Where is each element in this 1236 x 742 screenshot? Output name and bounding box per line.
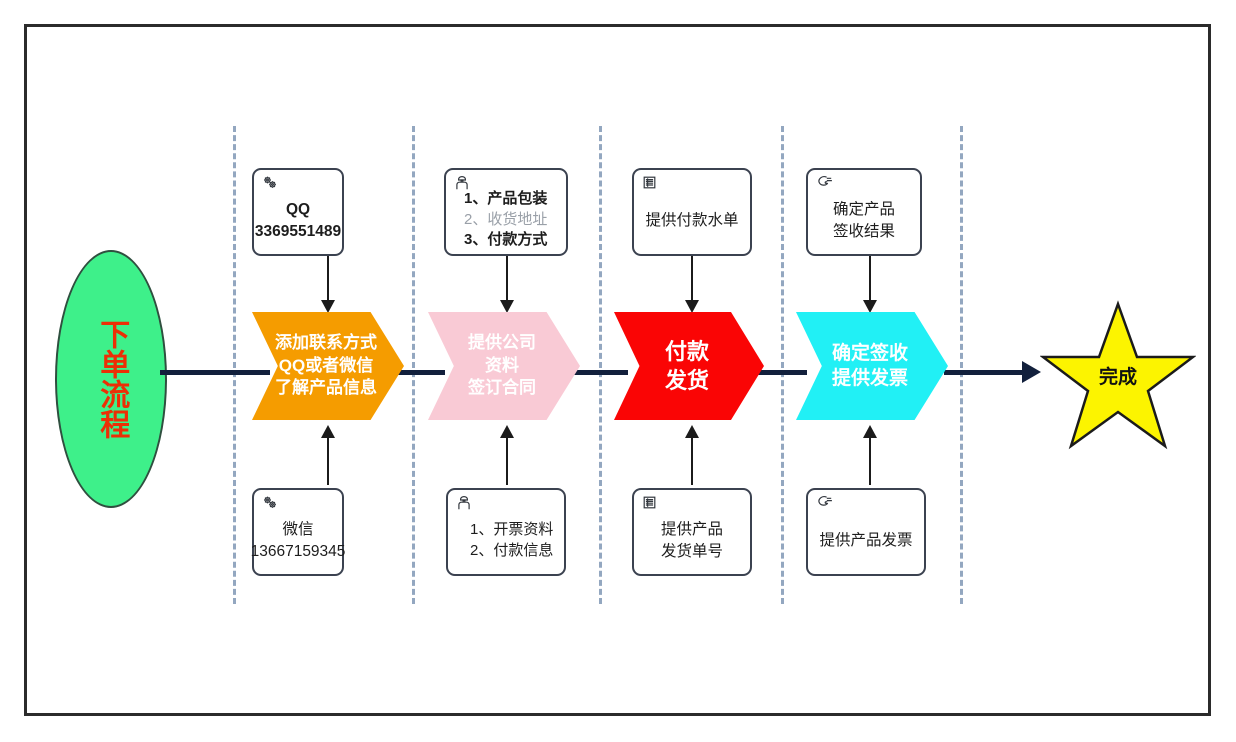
stage-label: 付款 (664, 338, 709, 364)
stage-label: 确定签收 (831, 342, 908, 364)
star-shape (1040, 300, 1196, 450)
note-stage4-top-body: 确定产品 签收结果 (814, 192, 914, 249)
note-stage4-bottom-body: 提供产品发票 (814, 512, 918, 569)
note-stage3-top-body: 提供付款水单 (640, 192, 744, 249)
note-stage3-top[interactable]: 提供付款水单 (632, 168, 752, 256)
flow-connector-start (160, 370, 270, 375)
connector-stage1-top (327, 256, 329, 302)
flow-connector-2-3 (570, 370, 628, 375)
note-line: 2、付款信息 (470, 541, 554, 559)
note-stage2-top[interactable]: 1、产品包装 2、收货地址 3、付款方式 (444, 168, 568, 256)
document-list-icon (642, 495, 744, 514)
connector-stage2-bottom (506, 437, 508, 485)
note-stage2-top-body: 1、产品包装 2、收货地址 3、付款方式 (452, 189, 560, 251)
connector-stage3-bottom (691, 437, 693, 485)
flow-connector-4-end (944, 370, 1036, 375)
note-line: 签收结果 (832, 222, 895, 240)
note-stage4-bottom[interactable]: 提供产品发票 (806, 488, 926, 576)
note-line: 提供产品发票 (819, 531, 913, 549)
note-stage2-bottom-body: 1、开票资料 2、付款信息 (454, 512, 558, 569)
connector-stage4-bottom (869, 437, 871, 485)
connector-stage3-top (691, 256, 693, 302)
note-stage1-top[interactable]: QQ 3369551489 (252, 168, 344, 256)
stage-label: 提供发票 (831, 368, 908, 389)
stage-label: QQ或者微信 (278, 355, 374, 375)
note-line: 提供产品 (660, 521, 723, 539)
pointing-hand-icon (816, 175, 914, 194)
stage-label: 提供公司 (468, 333, 536, 353)
note-stage3-bottom[interactable]: 提供产品 发货单号 (632, 488, 752, 576)
flow-connector-3-4 (757, 370, 807, 375)
lane-separator-2 (412, 126, 415, 604)
note-line: 13667159345 (250, 542, 346, 560)
stage-label: 了解产品信息 (275, 378, 377, 398)
connector-stage4-top-head (863, 300, 877, 313)
flow-connector-1-2 (385, 370, 445, 375)
connector-stage1-top-head (321, 300, 335, 313)
stage-label: 签订合同 (468, 378, 536, 398)
note-line: 确定产品 (832, 201, 895, 219)
connector-stage4-top (869, 256, 871, 302)
lane-separator-1 (233, 126, 236, 604)
connector-stage2-top-head (500, 300, 514, 313)
note-stage1-top-body: QQ 3369551489 (255, 192, 341, 249)
flow-arrowhead-end (1022, 361, 1041, 383)
stage-label: 资料 (485, 355, 519, 375)
start-node-label: 下单流程 (95, 319, 129, 439)
connector-stage3-bottom-head (685, 425, 699, 438)
stage-label: 添加联系方式 (275, 333, 377, 353)
lane-separator-4 (781, 126, 784, 604)
note-line: 3369551489 (254, 222, 342, 240)
note-line: 1、开票资料 (470, 520, 554, 538)
lane-separator-5 (960, 126, 963, 604)
end-node[interactable]: 完成 (1040, 300, 1196, 450)
pointing-hand-icon (816, 495, 918, 514)
end-node-label: 完成 (1098, 367, 1137, 388)
note-line: 2、收货地址 (464, 210, 548, 228)
note-line: 1、产品包装 (464, 190, 548, 207)
connector-stage3-top-head (685, 300, 699, 313)
note-line: QQ (285, 201, 311, 219)
start-node[interactable]: 下单流程 (55, 250, 167, 508)
document-list-icon (642, 175, 744, 194)
lane-separator-3 (599, 126, 602, 604)
note-line: 微信 (282, 521, 314, 539)
gears-icon (262, 175, 336, 194)
person-icon (454, 175, 560, 191)
note-stage4-top[interactable]: 确定产品 签收结果 (806, 168, 922, 256)
connector-stage2-top (506, 256, 508, 302)
gears-icon (262, 495, 336, 514)
stage-label: 发货 (664, 368, 709, 393)
note-stage3-bottom-body: 提供产品 发货单号 (640, 512, 744, 569)
person-icon (456, 495, 558, 514)
note-line: 3、付款方式 (464, 231, 548, 249)
note-stage1-bottom-body: 微信 13667159345 (251, 512, 346, 569)
connector-stage1-bottom (327, 437, 329, 485)
connector-stage2-bottom-head (500, 425, 514, 438)
note-line: 提供付款水单 (645, 211, 739, 229)
note-stage2-bottom[interactable]: 1、开票资料 2、付款信息 (446, 488, 566, 576)
note-stage1-bottom[interactable]: 微信 13667159345 (251, 488, 346, 576)
connector-stage1-bottom-head (321, 425, 335, 438)
note-line: 发货单号 (660, 542, 723, 560)
connector-stage4-bottom-head (863, 425, 877, 438)
